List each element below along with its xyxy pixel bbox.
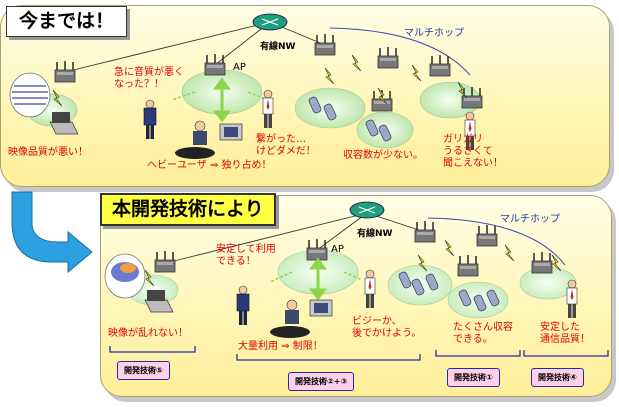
- connected-fail-text: 繋がった… けどダメだ！: [256, 134, 316, 157]
- many-capacity-text: たくさん収容 できる。: [453, 322, 513, 345]
- busy-text: ビジーか、 後でかけよう。: [352, 316, 422, 339]
- multihop-label-top: マルチホップ: [404, 28, 464, 39]
- tech-tag-1: 開発技術①: [447, 368, 500, 387]
- heavy-user-text: ヘビーユーザ ⇒ 独り占め！: [147, 160, 272, 171]
- stable-quality-text: 安定した 通信品質！: [540, 322, 590, 345]
- video-bad-text: 映像品質が悪い！: [8, 147, 88, 158]
- sound-bad-text: 急に音質が悪く なった？！: [114, 67, 184, 90]
- ap-label-top: AP: [233, 62, 246, 73]
- after-panel: [100, 195, 612, 397]
- stable-use-text: 安定して利用 できる！: [216, 244, 276, 267]
- tech-tag-4: 開発技術④: [531, 368, 584, 387]
- noise-text: ガリガリ うるさくて 聞こえない！: [443, 134, 503, 169]
- tech-tag-5: 開発技術⑤: [117, 361, 170, 380]
- after-title: 本開発技術により: [100, 193, 276, 226]
- bulk-limit-text: 大量利用 ⇒ 制限！: [238, 341, 323, 352]
- wired-nw-label-top: 有線NW: [260, 42, 296, 52]
- tech-tag-2-3: 開発技術②+③: [288, 372, 355, 391]
- wired-nw-label-bottom: 有線NW: [357, 229, 393, 239]
- few-capacity-text: 収容数が少ない。: [343, 150, 423, 161]
- ap-label-bottom: AP: [331, 244, 344, 255]
- before-title: 今までは！: [6, 6, 128, 37]
- video-ok-text: 映像が乱れない！: [108, 328, 188, 339]
- multihop-label-bottom: マルチホップ: [500, 214, 560, 225]
